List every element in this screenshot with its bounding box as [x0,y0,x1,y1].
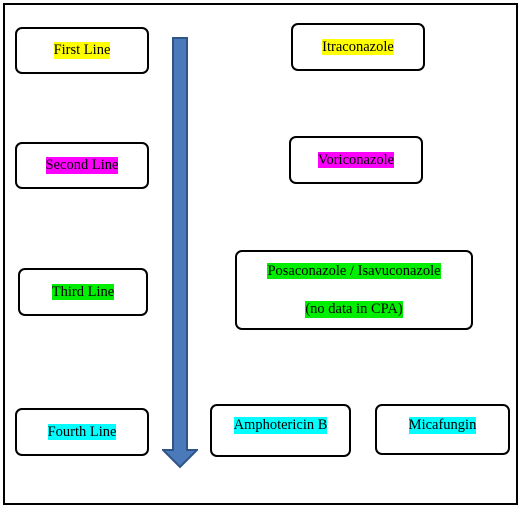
posaconazole-isavuconazole-label: Posaconazole / Isavuconazole [267,262,441,279]
voriconazole-box: Voriconazole [289,136,423,184]
arrow-shape [162,37,198,469]
itraconazole-box: Itraconazole [291,23,425,71]
third-line-label: Third Line [51,283,115,301]
third-line-box: Third Line [18,268,148,316]
second-line-label: Second Line [45,157,119,174]
second-line-box: Second Line [15,142,149,189]
amphotericin-box: Amphotericin B [210,404,351,457]
no-data-note: (no data in CPA) [305,301,403,318]
first-line-label: First Line [53,42,111,59]
posaconazole-isavuconazole-box: Posaconazole / Isavuconazole (no data in… [235,250,473,330]
micafungin-label: Micafungin [408,417,477,434]
fourth-line-label: Fourth Line [47,423,117,441]
itraconazole-label: Itraconazole [322,38,394,56]
voriconazole-label: Voriconazole [317,151,395,169]
down-arrow-icon [162,37,198,469]
first-line-box: First Line [15,27,149,74]
diagram-frame [3,3,518,505]
micafungin-box: Micafungin [375,404,510,455]
amphotericin-label: Amphotericin B [233,417,328,434]
fourth-line-box: Fourth Line [15,408,149,456]
